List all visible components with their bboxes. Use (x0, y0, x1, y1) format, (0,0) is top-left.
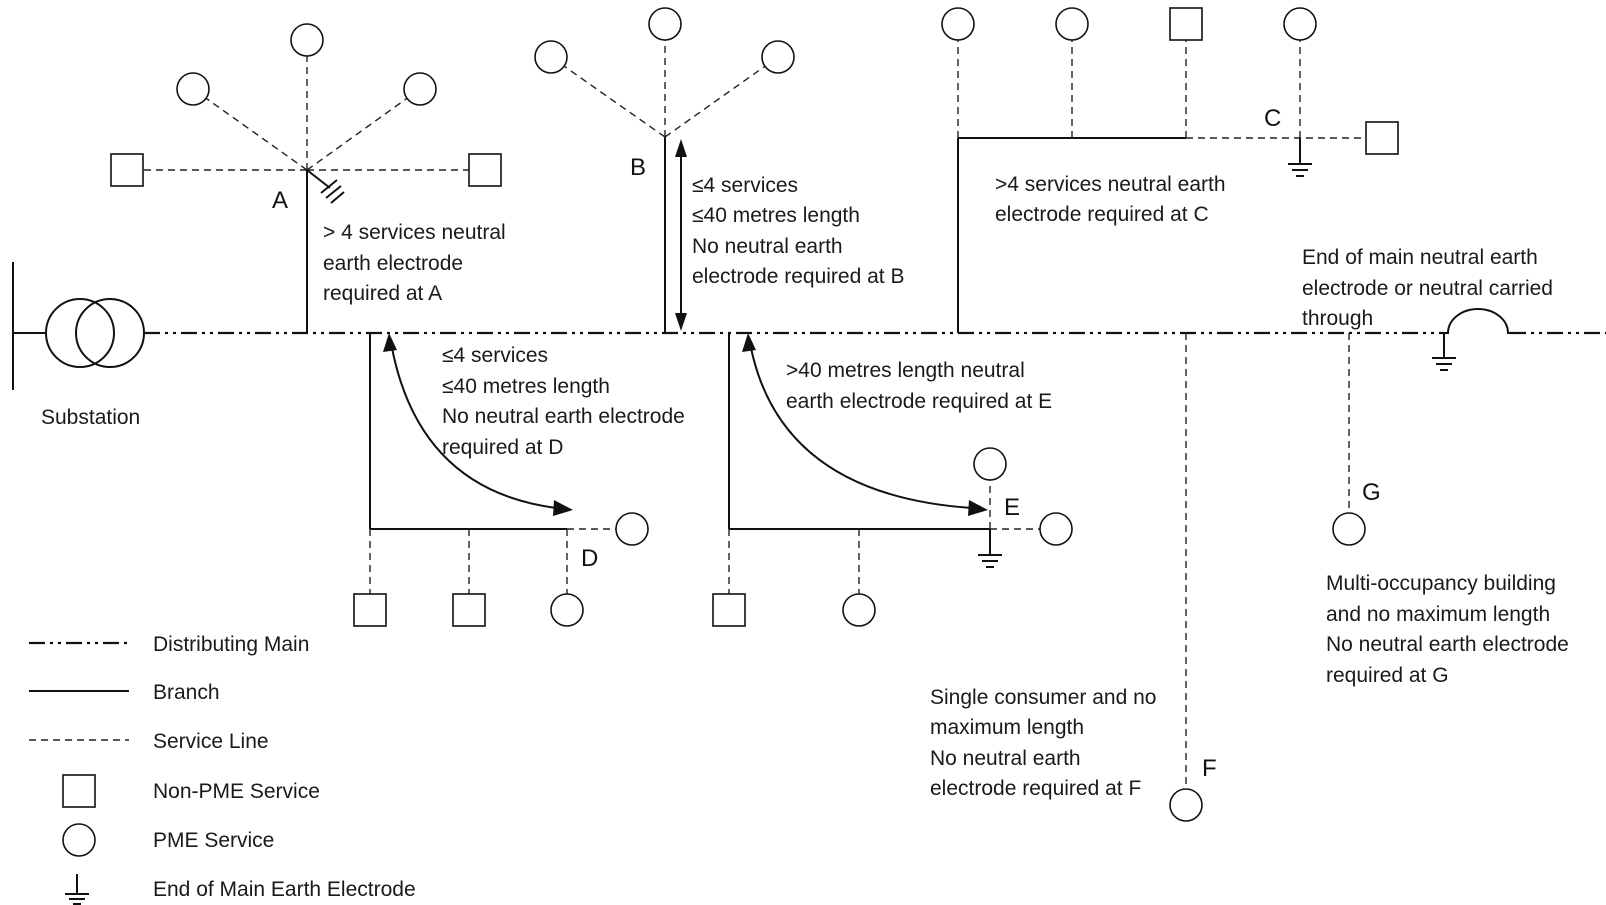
note-g: Multi-occupancy building and no maximum … (1326, 572, 1575, 687)
length-arrow-b (675, 139, 687, 331)
note-b-line: electrode required at B (692, 265, 904, 288)
legend-end-of-main-earth-electrode: End of Main Earth Electrode (65, 874, 416, 905)
point-g-label: G (1362, 479, 1381, 506)
point-e-label: E (1004, 494, 1020, 521)
legend-distributing-main: Distributing Main (29, 633, 309, 656)
note-f: Single consumer and no maximum length No… (930, 686, 1162, 800)
group-f (1169, 333, 1203, 822)
pme-service-icon (1283, 7, 1317, 41)
legend-label: PME Service (153, 829, 274, 852)
earth-electrode-c (1288, 138, 1312, 177)
length-arrow-e (742, 333, 988, 516)
pme-service-icon (1039, 512, 1073, 546)
note-d-line: No neutral earth electrode (442, 405, 685, 428)
pme-service-icon (62, 823, 96, 857)
pme-service-icon (1332, 512, 1366, 546)
legend-label: Distributing Main (153, 633, 309, 656)
note-f-line: Single consumer and no (930, 686, 1156, 709)
note-c-line: >4 services neutral earth (995, 173, 1226, 196)
note-c: >4 services neutral earth electrode requ… (995, 173, 1231, 226)
point-d-label: D (581, 545, 598, 572)
note-d-line: required at D (442, 436, 563, 459)
note-a-line: > 4 services neutral (323, 221, 506, 244)
end-of-main-earth-electrode (1432, 308, 1510, 371)
point-a-label: A (272, 187, 288, 214)
non-pme-service-icon (353, 593, 387, 627)
legend: Distributing Main Branch Service Line No… (29, 633, 416, 905)
note-d-line: ≤4 services (442, 344, 548, 367)
pme-service-icon (761, 40, 795, 74)
pme-service-icon (615, 512, 649, 546)
group-b (534, 7, 795, 333)
note-b-line: ≤40 metres length (692, 204, 860, 227)
point-c-label: C (1264, 105, 1281, 132)
legend-label: Non-PME Service (153, 780, 320, 803)
pme-service-icon (176, 72, 210, 106)
note-a: > 4 services neutral earth electrode req… (323, 221, 512, 305)
note-end-of-main-line: electrode or neutral carried (1302, 277, 1553, 300)
pme-service-icon (1055, 7, 1089, 41)
note-f-line: electrode required at F (930, 777, 1141, 800)
group-d (353, 333, 649, 627)
legend-label: End of Main Earth Electrode (153, 878, 416, 901)
note-c-line: electrode required at C (995, 203, 1209, 226)
legend-label: Service Line (153, 730, 269, 753)
legend-label: Branch (153, 681, 220, 704)
note-f-line: maximum length (930, 716, 1084, 739)
earth-electrode-e (978, 529, 1002, 568)
pme-service-icon (403, 72, 437, 106)
group-e (712, 333, 1073, 627)
note-a-line: required at A (323, 282, 442, 305)
note-end-of-main-line: End of main neutral earth (1302, 246, 1538, 269)
pme-service-icon (842, 593, 876, 627)
pme-service-icon (534, 40, 568, 74)
note-e: >40 metres length neutral earth electrod… (786, 359, 1052, 413)
substation-label: Substation (41, 406, 140, 429)
note-b-line: No neutral earth (692, 235, 843, 258)
pme-service-icon (973, 447, 1007, 481)
pme-service-icon (290, 23, 324, 57)
note-d-line: ≤40 metres length (442, 375, 610, 398)
non-pme-service-icon (452, 593, 486, 627)
note-f-line: No neutral earth (930, 747, 1081, 770)
note-d: ≤4 services ≤40 metres length No neutral… (442, 344, 691, 459)
note-e-line: earth electrode required at E (786, 390, 1052, 413)
non-pme-service-icon (712, 593, 746, 627)
non-pme-service-icon (1169, 7, 1203, 41)
pme-service-icon (1169, 788, 1203, 822)
note-end-of-main-line: through (1302, 307, 1373, 330)
non-pme-service-icon (1365, 121, 1399, 155)
substation-symbol (12, 262, 145, 390)
note-b: ≤4 services ≤40 metres length No neutral… (692, 174, 904, 288)
legend-non-pme-service: Non-PME Service (62, 774, 320, 808)
non-pme-service-icon (110, 153, 144, 187)
point-f-label: F (1202, 755, 1217, 782)
group-a (110, 23, 502, 333)
earth-electrode-a (306, 169, 345, 204)
length-arrow-d (383, 333, 573, 516)
earth-electrode-icon (65, 874, 89, 905)
note-g-line: required at G (1326, 664, 1449, 687)
pme-service-icon (648, 7, 682, 41)
pme-service-icon (941, 7, 975, 41)
legend-pme-service: PME Service (62, 823, 274, 857)
note-b-line: ≤4 services (692, 174, 798, 197)
legend-service-line: Service Line (29, 730, 269, 753)
pme-service-icon (550, 593, 584, 627)
note-a-line: earth electrode (323, 252, 463, 275)
note-g-line: Multi-occupancy building (1326, 572, 1556, 595)
note-g-line: No neutral earth electrode (1326, 633, 1569, 656)
note-end-of-main: End of main neutral earth electrode or n… (1302, 246, 1559, 330)
group-g (1332, 333, 1366, 546)
non-pme-service-icon (468, 153, 502, 187)
legend-branch: Branch (29, 681, 220, 704)
note-g-line: and no maximum length (1326, 603, 1550, 626)
note-e-line: >40 metres length neutral (786, 359, 1025, 382)
group-c (941, 7, 1399, 333)
non-pme-service-icon (62, 774, 96, 808)
point-b-label: B (630, 154, 646, 181)
